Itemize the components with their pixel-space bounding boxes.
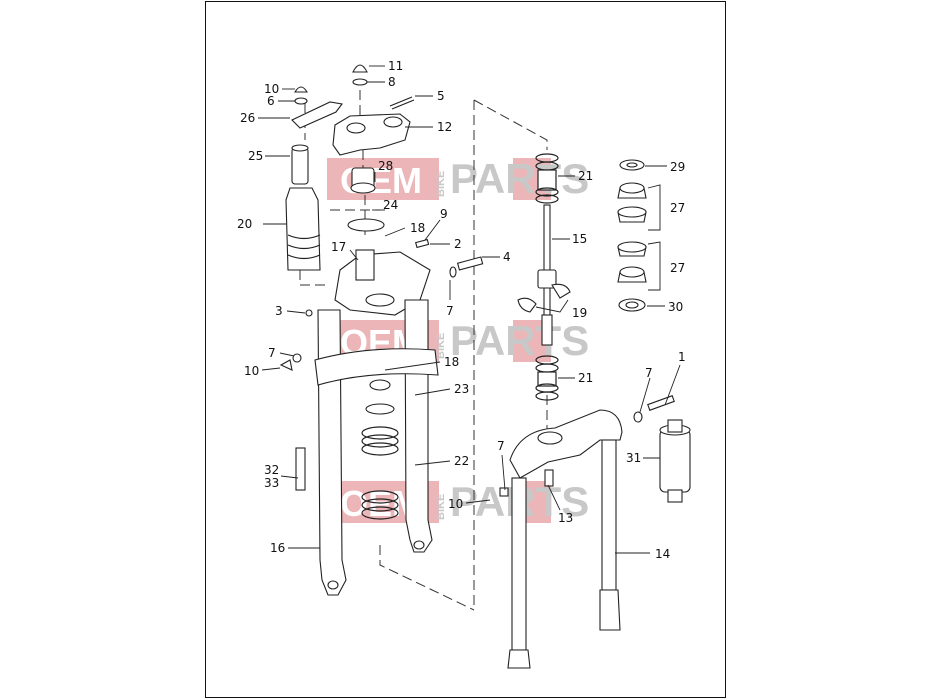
callout-31: 31: [626, 451, 641, 465]
callout-8: 8: [388, 75, 396, 89]
callout-16: 16: [270, 541, 285, 555]
watermark-bike: BIKE: [435, 171, 447, 197]
callout-4: 4: [503, 250, 511, 264]
left-fork-assembly: [279, 64, 484, 596]
callout-10: 10: [244, 364, 259, 378]
watermark-bike: BIKE: [435, 494, 447, 520]
fork-boot: [285, 187, 321, 271]
center-stem-assembly: [517, 153, 571, 401]
callout-18: 18: [410, 221, 425, 235]
shock-absorber: [659, 429, 691, 493]
rear-leg-right: [601, 439, 617, 591]
stem-rod: [543, 204, 551, 326]
callout-10: 10: [264, 82, 279, 96]
watermark-parts: PARTS: [450, 155, 589, 202]
callout-24: 24: [383, 198, 398, 212]
callout-33: 33: [264, 476, 279, 490]
callout-13: 13: [558, 511, 573, 525]
callout-7: 7: [446, 304, 454, 318]
spring-upper: [535, 153, 559, 204]
callout-25: 25: [248, 149, 263, 163]
callout-18: 18: [444, 355, 459, 369]
callout-9: 9: [440, 207, 448, 221]
rear-leg-left: [511, 477, 527, 651]
rocker-assembly: [499, 395, 691, 669]
callout-26: 26: [240, 111, 255, 125]
callout-21: 21: [578, 371, 593, 385]
callout-27: 27: [670, 201, 685, 215]
callout-12: 12: [437, 120, 452, 134]
callout-21: 21: [578, 169, 593, 183]
callout-1: 1: [678, 350, 686, 364]
callout-5: 5: [437, 89, 445, 103]
callout-22: 22: [454, 454, 469, 468]
watermark-parts: PARTS: [450, 317, 589, 364]
callout-2: 2: [454, 237, 462, 251]
callout-29: 29: [670, 160, 685, 174]
callout-15: 15: [572, 232, 587, 246]
callout-17: 17: [331, 240, 346, 254]
callout-28: 28: [378, 159, 393, 173]
callout-14: 14: [655, 547, 670, 561]
callout-10: 10: [448, 497, 463, 511]
callout-7: 7: [497, 439, 505, 453]
fork-leg-right: [404, 299, 433, 553]
callout-labels: 11 8 10 6 5 26 12 25 28 29 21 24 27 20 1…: [237, 59, 686, 561]
leader-lines: [258, 65, 681, 554]
acorn-nut: [352, 64, 368, 73]
callout-3: 3: [275, 304, 283, 318]
callout-7: 7: [645, 366, 653, 380]
bearing-stack: [617, 159, 661, 312]
watermark-row-1: [327, 158, 551, 200]
callout-19: 19: [572, 306, 587, 320]
callout-23: 23: [454, 382, 469, 396]
callout-27: 27: [670, 261, 685, 275]
coil-spring: [361, 426, 399, 520]
callout-11: 11: [388, 59, 403, 73]
callout-20: 20: [237, 217, 252, 231]
spring-lower: [535, 355, 559, 401]
callout-7: 7: [268, 346, 276, 360]
callout-32: 32: [264, 463, 279, 477]
bracket-plate: [291, 101, 343, 129]
callout-6: 6: [267, 94, 275, 108]
diagram-frame: [205, 1, 726, 698]
callout-30: 30: [668, 300, 683, 314]
watermark-bike: BIKE: [435, 333, 447, 359]
